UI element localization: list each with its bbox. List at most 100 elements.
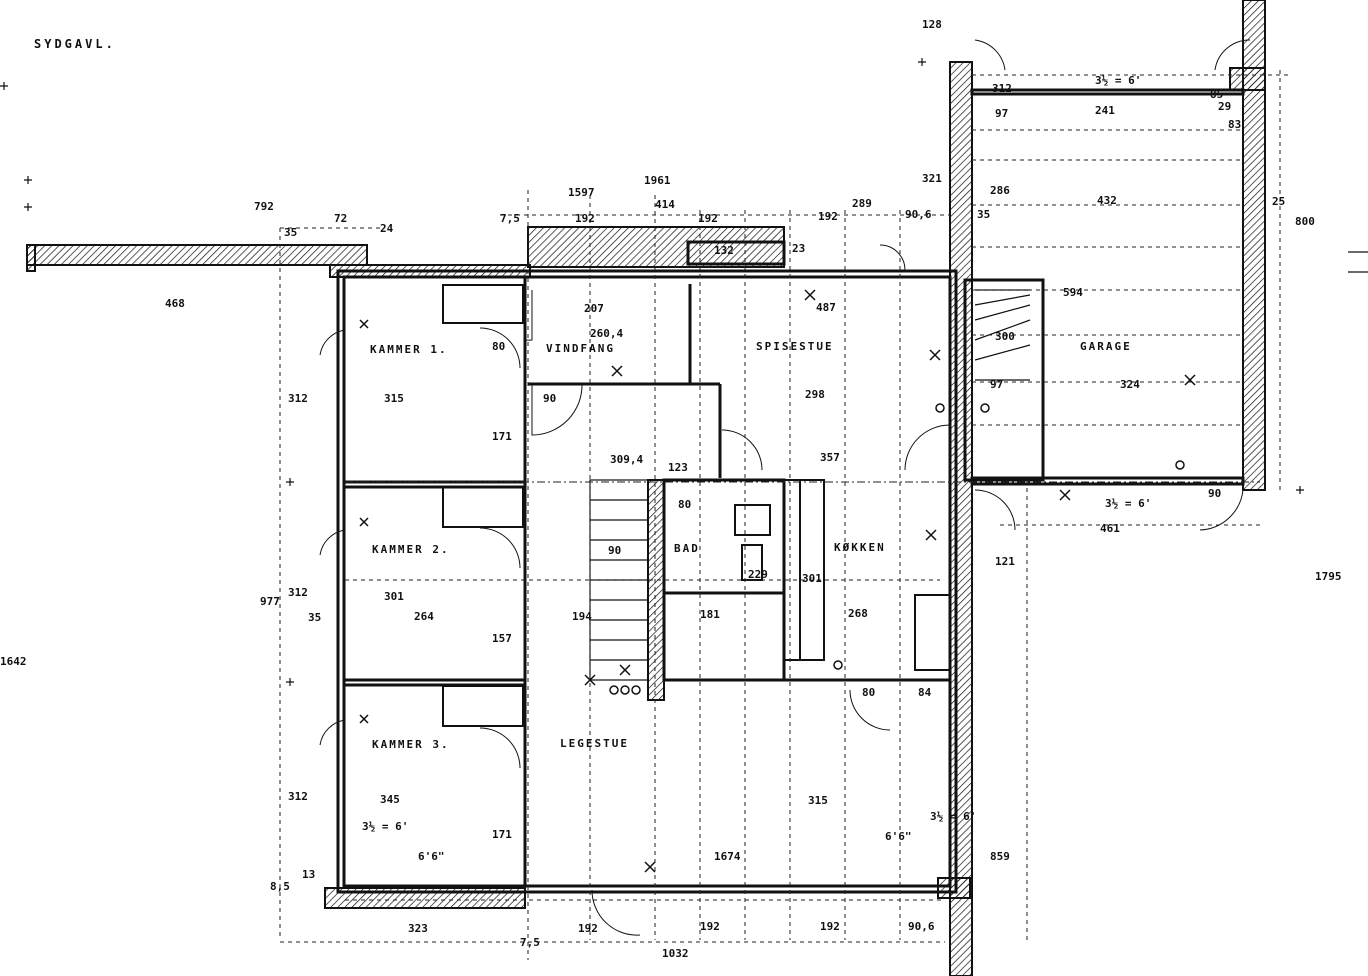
dim-6-6-b: 6'6" xyxy=(885,830,912,843)
dim-97a: 97 xyxy=(995,107,1008,120)
dim-90c: 90 xyxy=(1208,487,1221,500)
dimension-labels: 1961 1597 414 792 72 24 35 7,5 192 192 1… xyxy=(0,18,1342,960)
dim-315a: 315 xyxy=(384,392,404,405)
electrical-symbols xyxy=(359,289,1196,873)
dim-80b: 80 xyxy=(678,498,691,511)
dim-23a: 23 xyxy=(792,242,805,255)
dim-84: 84 xyxy=(918,686,932,699)
dim-309-4: 309,4 xyxy=(610,453,643,466)
garage-stair xyxy=(974,289,1031,381)
dim-487: 487 xyxy=(816,301,836,314)
dim-323: 323 xyxy=(408,922,428,935)
dim-1961: 1961 xyxy=(644,174,671,187)
dim-90-6b: 90,6 xyxy=(908,920,935,933)
dim-171a: 171 xyxy=(492,430,512,443)
dim-7-5b: 7,5 xyxy=(520,936,540,949)
dim-977: 977 xyxy=(260,595,280,608)
room-kammer-1: KAMMER 1. xyxy=(370,343,448,356)
dim-72: 72 xyxy=(334,212,347,225)
dim-123: 123 xyxy=(668,461,688,474)
dim-192d: 192 xyxy=(578,922,598,935)
dim-90-6a: 90,6 xyxy=(905,208,932,221)
dim-260-4: 260,4 xyxy=(590,327,623,340)
dim-25: 25 xyxy=(1272,195,1285,208)
garden-wall xyxy=(26,244,368,266)
room-vindfang: VINDFANG xyxy=(546,342,615,355)
dim-3-5ft-d: 3½ = 6' xyxy=(362,820,408,833)
room-spisestue: SPISESTUE xyxy=(756,340,834,353)
dim-301b: 301 xyxy=(384,590,404,603)
dim-859: 859 xyxy=(990,850,1010,863)
room-bad: BAD xyxy=(674,542,700,555)
dim-171b: 171 xyxy=(492,828,512,841)
dim-80c: 80 xyxy=(862,686,875,699)
dim-312a: 312 xyxy=(288,392,308,405)
dim-312d: 312 xyxy=(992,82,1012,95)
dim-35a: 35 xyxy=(284,226,297,239)
dim-132: 132 xyxy=(714,244,734,257)
dim-181: 181 xyxy=(700,608,720,621)
interior-walls xyxy=(345,277,1045,886)
dim-7-5a: 7,5 xyxy=(500,212,520,225)
dim-192e: 192 xyxy=(700,920,720,933)
dim-121: 121 xyxy=(995,555,1015,568)
dim-345: 345 xyxy=(380,793,400,806)
dim-3-5ft-c: 3½ = 6' xyxy=(930,810,976,823)
dim-35c: 35 xyxy=(308,611,321,624)
dim-3-5ft-b: 3½ = 6' xyxy=(1105,497,1151,510)
dim-192a: 192 xyxy=(575,212,595,225)
dim-1642: 1642 xyxy=(0,655,27,668)
dim-192b: 192 xyxy=(698,212,718,225)
dim-301a: 301 xyxy=(802,572,822,585)
dim-468: 468 xyxy=(165,297,185,310)
dim-800: 800 xyxy=(1295,215,1315,228)
dim-90b: 90 xyxy=(608,544,621,557)
dim-13: 13 xyxy=(302,868,315,881)
room-kammer-2: KAMMER 2. xyxy=(372,543,450,556)
dim-1032: 1032 xyxy=(662,947,689,960)
dim-312c: 312 xyxy=(288,790,308,803)
dimension-lines xyxy=(279,70,1290,960)
room-labels: KAMMER 1. KAMMER 2. KAMMER 3. VINDFANG S… xyxy=(370,340,1132,751)
room-kokken: KØKKEN xyxy=(834,541,886,554)
dim-85: 85 xyxy=(1210,88,1223,101)
dim-29: 29 xyxy=(1218,100,1231,113)
dim-264: 264 xyxy=(414,610,434,623)
dim-300: 300 xyxy=(995,330,1015,343)
dim-312b: 312 xyxy=(288,586,308,599)
dim-432: 432 xyxy=(1097,194,1117,207)
room-kammer-3: KAMMER 3. xyxy=(372,738,450,751)
dim-594: 594 xyxy=(1063,286,1083,299)
dim-35b: 35 xyxy=(977,208,990,221)
dim-286: 286 xyxy=(990,184,1010,197)
dim-128: 128 xyxy=(922,18,942,31)
dim-192f: 192 xyxy=(820,920,840,933)
dim-6-6-a: 6'6" xyxy=(418,850,445,863)
reference-marks xyxy=(0,58,1368,686)
dim-324: 324 xyxy=(1120,378,1140,391)
dim-24: 24 xyxy=(380,222,394,235)
dim-90a: 90 xyxy=(543,392,556,405)
dim-321: 321 xyxy=(922,172,942,185)
dim-80a: 80 xyxy=(492,340,505,353)
dim-315b: 315 xyxy=(808,794,828,807)
dim-268: 268 xyxy=(848,607,868,620)
dim-1597: 1597 xyxy=(568,186,595,199)
room-garage: GARAGE xyxy=(1080,340,1132,353)
dim-792: 792 xyxy=(254,200,274,213)
dim-1795: 1795 xyxy=(1315,570,1342,583)
dim-207: 207 xyxy=(584,302,604,315)
room-legestue: LEGESTUE xyxy=(560,737,629,750)
dim-289: 289 xyxy=(852,197,872,210)
door-swings xyxy=(319,39,1251,936)
dim-3-5ft-a: 3½ = 6' xyxy=(1095,74,1141,87)
dim-8-5: 8,5 xyxy=(270,880,290,893)
plan-title: SYDGAVL. xyxy=(34,37,116,51)
dim-97b: 97 xyxy=(990,378,1003,391)
dim-229: 229 xyxy=(748,568,768,581)
dim-357: 357 xyxy=(820,451,840,464)
dim-414: 414 xyxy=(655,198,675,211)
staircase xyxy=(590,499,648,661)
dim-157: 157 xyxy=(492,632,512,645)
